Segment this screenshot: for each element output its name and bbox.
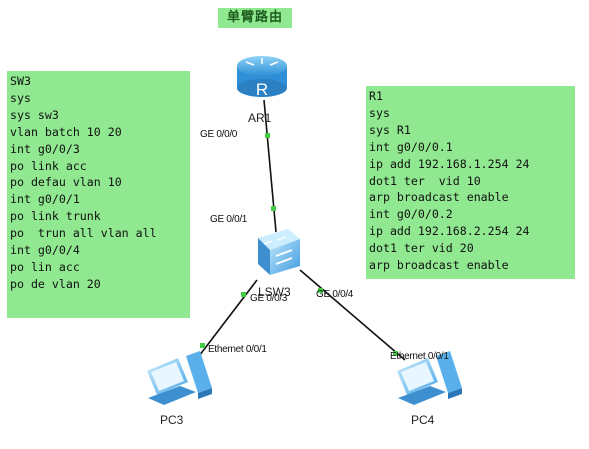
config-line: sys R1 (369, 122, 411, 137)
config-line: sys sw3 (10, 107, 59, 122)
config-line: int g0/0/3 (10, 141, 80, 156)
port-dot-lsw3-g004 (318, 288, 323, 293)
config-line: ip add 192.168.2.254 24 (369, 224, 530, 239)
device-label-ar1: AR1 (248, 111, 272, 125)
config-line: po lin acc (10, 259, 80, 274)
device-label-pc4: PC4 (411, 413, 435, 427)
port-label-ar1-g000: GE 0/0/0 (200, 129, 238, 140)
port-dot-pc3 (200, 343, 205, 348)
port-dot-pc4 (393, 351, 398, 356)
port-dot-lsw3-g003 (241, 292, 246, 297)
pc3-icon[interactable] (147, 351, 212, 405)
config-line: int g0/0/0.2 (369, 207, 453, 222)
r1-config-note: R1 sys sys R1 int g0/0/0.1 ip add 192.168.1.… (366, 86, 575, 279)
device-label-pc3: PC3 (160, 413, 184, 427)
link-lsw3-pc3 (195, 279, 258, 361)
port-label-lsw3-g003: GE 0/0/3 (250, 293, 288, 304)
config-line: dot1 ter vid 20 (369, 241, 474, 256)
config-line: po link trunk (10, 209, 101, 224)
config-line: ip add 192.168.1.254 24 (369, 156, 530, 171)
config-line: int g0/0/1 (10, 192, 80, 207)
switch-icon[interactable] (258, 229, 300, 275)
config-line: po defau vlan 10 (10, 175, 122, 190)
port-label-lsw3-g004: GE 0/0/4 (316, 289, 354, 300)
config-line: po trun all vlan all (10, 226, 157, 241)
link-lsw3-pc4 (299, 269, 406, 361)
config-line: R1 (369, 89, 383, 103)
diagram-title: 单臂路由 (218, 8, 292, 28)
config-line: sys (10, 90, 31, 105)
sw3-config-note: SW3 sys sys sw3 vlan batch 10 20 int g0/0/3 p… (7, 71, 190, 318)
config-line: po link acc (10, 158, 87, 173)
port-label-lsw3-g001: GE 0/0/1 (210, 214, 248, 225)
config-line: sys (369, 105, 390, 120)
port-label-pc4-eth: Ethernet 0/0/1 (390, 351, 449, 362)
config-line: vlan batch 10 20 (10, 124, 122, 139)
config-line: po de vlan 20 (10, 276, 101, 291)
router-icon[interactable]: R (237, 56, 287, 99)
port-dot-ar1 (265, 133, 270, 138)
config-line: dot1 ter vid 10 (369, 173, 481, 188)
port-dot-lsw3-g001 (271, 206, 276, 211)
config-line: int g0/0/4 (10, 243, 80, 258)
config-line: int g0/0/0.1 (369, 139, 453, 154)
config-line: arp broadcast enable (369, 258, 509, 273)
svg-text:R: R (256, 80, 268, 99)
config-line: SW3 (10, 74, 31, 88)
device-label-lsw3: LSW3 (258, 285, 291, 299)
pc4-icon[interactable] (397, 351, 462, 405)
config-line: arp broadcast enable (369, 190, 509, 205)
port-label-pc3-eth: Ethernet 0/0/1 (208, 344, 267, 355)
